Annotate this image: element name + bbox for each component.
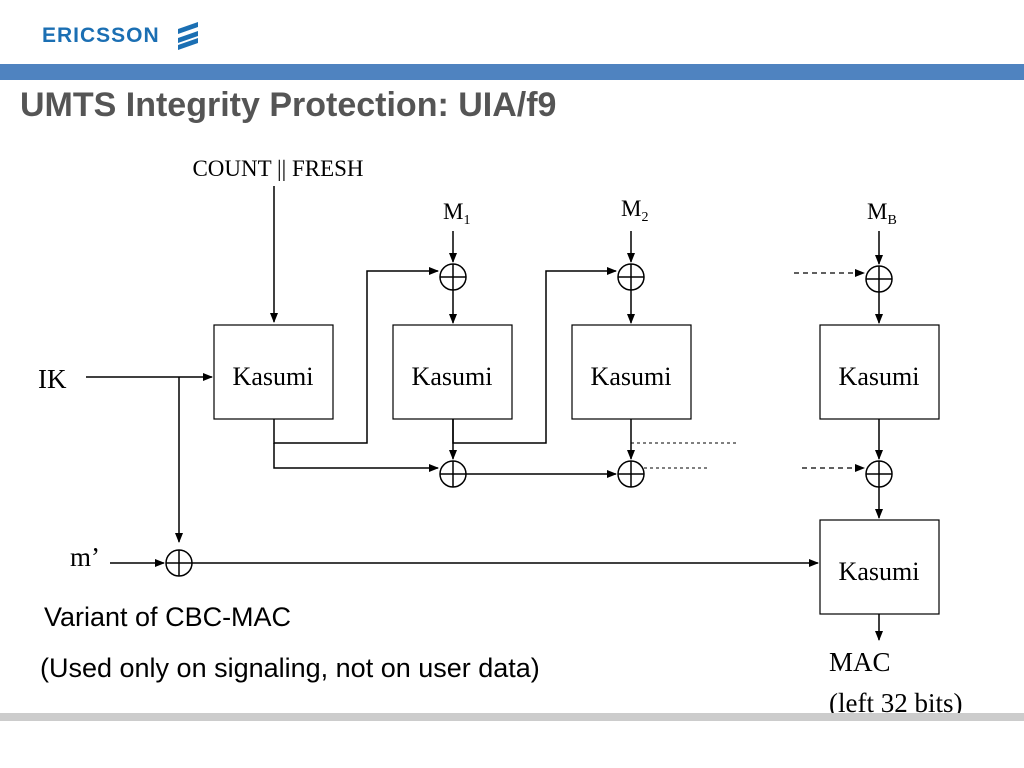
m1-label: M1 xyxy=(443,199,470,228)
caption-line-1: Variant of CBC-MAC xyxy=(44,602,291,632)
kasumi-block-3: Kasumi xyxy=(571,324,692,420)
kasumi-label: Kasumi xyxy=(839,557,920,586)
m-prime-label: m’ xyxy=(70,542,100,572)
kasumi-label: Kasumi xyxy=(412,362,493,391)
xor-circle-plus-icon xyxy=(439,263,467,291)
kasumi-label: Kasumi xyxy=(839,362,920,391)
xor-circle-plus-icon xyxy=(617,460,645,488)
kasumi-block-1: Kasumi xyxy=(213,324,334,420)
footer-bar xyxy=(0,713,1024,721)
slide-title: UMTS Integrity Protection: UIA/f9 xyxy=(20,86,557,124)
m2-label: M2 xyxy=(621,196,648,225)
mb-label: MB xyxy=(867,199,897,228)
xor-circle-plus-icon xyxy=(617,263,645,291)
mac-output-label: MAC xyxy=(829,647,891,677)
xor-circle-plus-icon xyxy=(439,460,467,488)
xor-circle-plus-icon xyxy=(865,265,893,293)
kasumi-block-2: Kasumi xyxy=(392,324,513,420)
ik-label: IK xyxy=(38,364,67,394)
ericsson-wave-icon xyxy=(177,22,198,50)
xor-circle-plus-icon xyxy=(865,460,893,488)
count-fresh-label: COUNT || FRESH xyxy=(192,156,363,181)
xor-circle-plus-icon xyxy=(165,549,193,577)
ericsson-logo: ERICSSON xyxy=(42,20,202,52)
caption-line-2: (Used only on signaling, not on user dat… xyxy=(40,653,540,683)
header-bar xyxy=(0,64,1024,80)
kasumi-label: Kasumi xyxy=(233,362,314,391)
kasumi-block-final: Kasumi xyxy=(819,519,940,615)
logo-text: ERICSSON xyxy=(42,24,160,47)
kasumi-block-4: Kasumi xyxy=(819,324,940,420)
kasumi-label: Kasumi xyxy=(591,362,672,391)
